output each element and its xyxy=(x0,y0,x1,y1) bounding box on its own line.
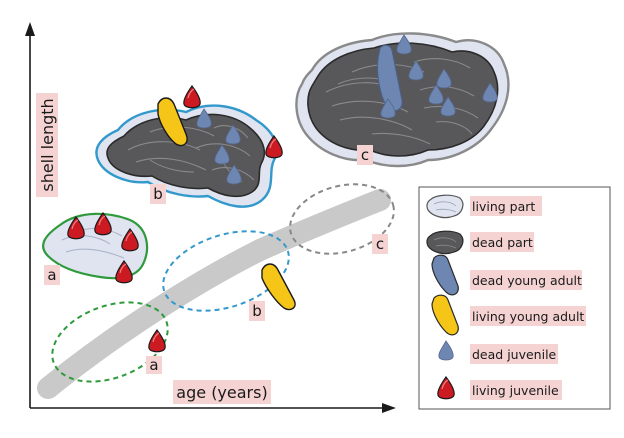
svg-text:b: b xyxy=(153,185,163,203)
x-axis-label: age (years) xyxy=(173,380,271,404)
stage-c-ellipse xyxy=(289,183,395,255)
living-young-adult-icon xyxy=(431,294,459,336)
colony-c-label: c xyxy=(357,145,373,165)
point-b-label: b xyxy=(249,301,265,321)
svg-text:c: c xyxy=(376,235,384,253)
legend-item-living-young-adult: living young adult xyxy=(431,294,586,336)
legend-item-living-part: living part xyxy=(426,194,542,219)
legend-label-dead-young-adult: dead young adult xyxy=(472,273,582,288)
svg-text:b: b xyxy=(252,302,262,320)
colony-a: a xyxy=(42,212,149,285)
colony-b-living-young-adult-icon xyxy=(157,97,188,147)
axes xyxy=(25,22,396,413)
colony-b-dead-part xyxy=(106,113,266,198)
legend-item-living-juvenile: living juvenile xyxy=(470,380,562,400)
svg-text:a: a xyxy=(149,356,158,374)
x-axis-arrow-icon xyxy=(382,403,396,413)
stage-a-ellipse xyxy=(51,301,169,383)
legend-item-dead-part: dead part xyxy=(426,230,534,255)
point-c-label: c xyxy=(372,234,388,254)
stage-b-ellipse xyxy=(162,230,290,312)
colony-b-living-juvenile-icon xyxy=(183,85,201,109)
y-axis-label: shell length xyxy=(36,93,58,197)
colony-c-dead-part xyxy=(307,42,499,157)
colony-c-dead-young-adult-icon xyxy=(376,44,403,112)
legend-label-dead-part: dead part xyxy=(472,235,533,250)
legend: living part dead part dead young adult l… xyxy=(418,186,611,410)
colony-a-label: a xyxy=(44,265,60,285)
colony-c: c xyxy=(295,32,510,168)
x-axis-label-text: age (years) xyxy=(176,383,267,402)
legend-box xyxy=(418,186,611,410)
legend-label-living-young-adult: living young adult xyxy=(472,309,584,324)
legend-label-dead-juvenile: dead juvenile xyxy=(472,347,557,362)
point-b-living-young-adult-icon xyxy=(261,263,296,311)
living-part-icon xyxy=(426,194,464,219)
point-a-living-juvenile-icon xyxy=(148,329,166,353)
legend-label-living-part: living part xyxy=(472,199,535,214)
growth-band xyxy=(37,189,391,399)
svg-text:c: c xyxy=(361,146,369,164)
legend-item-dead-young-adult: dead young adult xyxy=(431,254,582,296)
colony-b-label: b xyxy=(150,184,166,204)
legend-label-living-juvenile: living juvenile xyxy=(472,383,559,398)
colony-b: b xyxy=(95,85,283,208)
y-axis-label-highlight xyxy=(36,93,58,197)
point-a-label: a xyxy=(146,356,162,374)
legend-item-dead-juvenile: dead juvenile xyxy=(470,344,558,364)
x-axis-label-highlight xyxy=(173,380,271,404)
svg-text:a: a xyxy=(47,266,56,284)
y-axis-label-text: shell length xyxy=(38,98,57,191)
y-axis-arrow-icon xyxy=(25,22,35,36)
dead-young-adult-icon xyxy=(431,254,459,296)
dead-part-icon xyxy=(426,230,464,255)
